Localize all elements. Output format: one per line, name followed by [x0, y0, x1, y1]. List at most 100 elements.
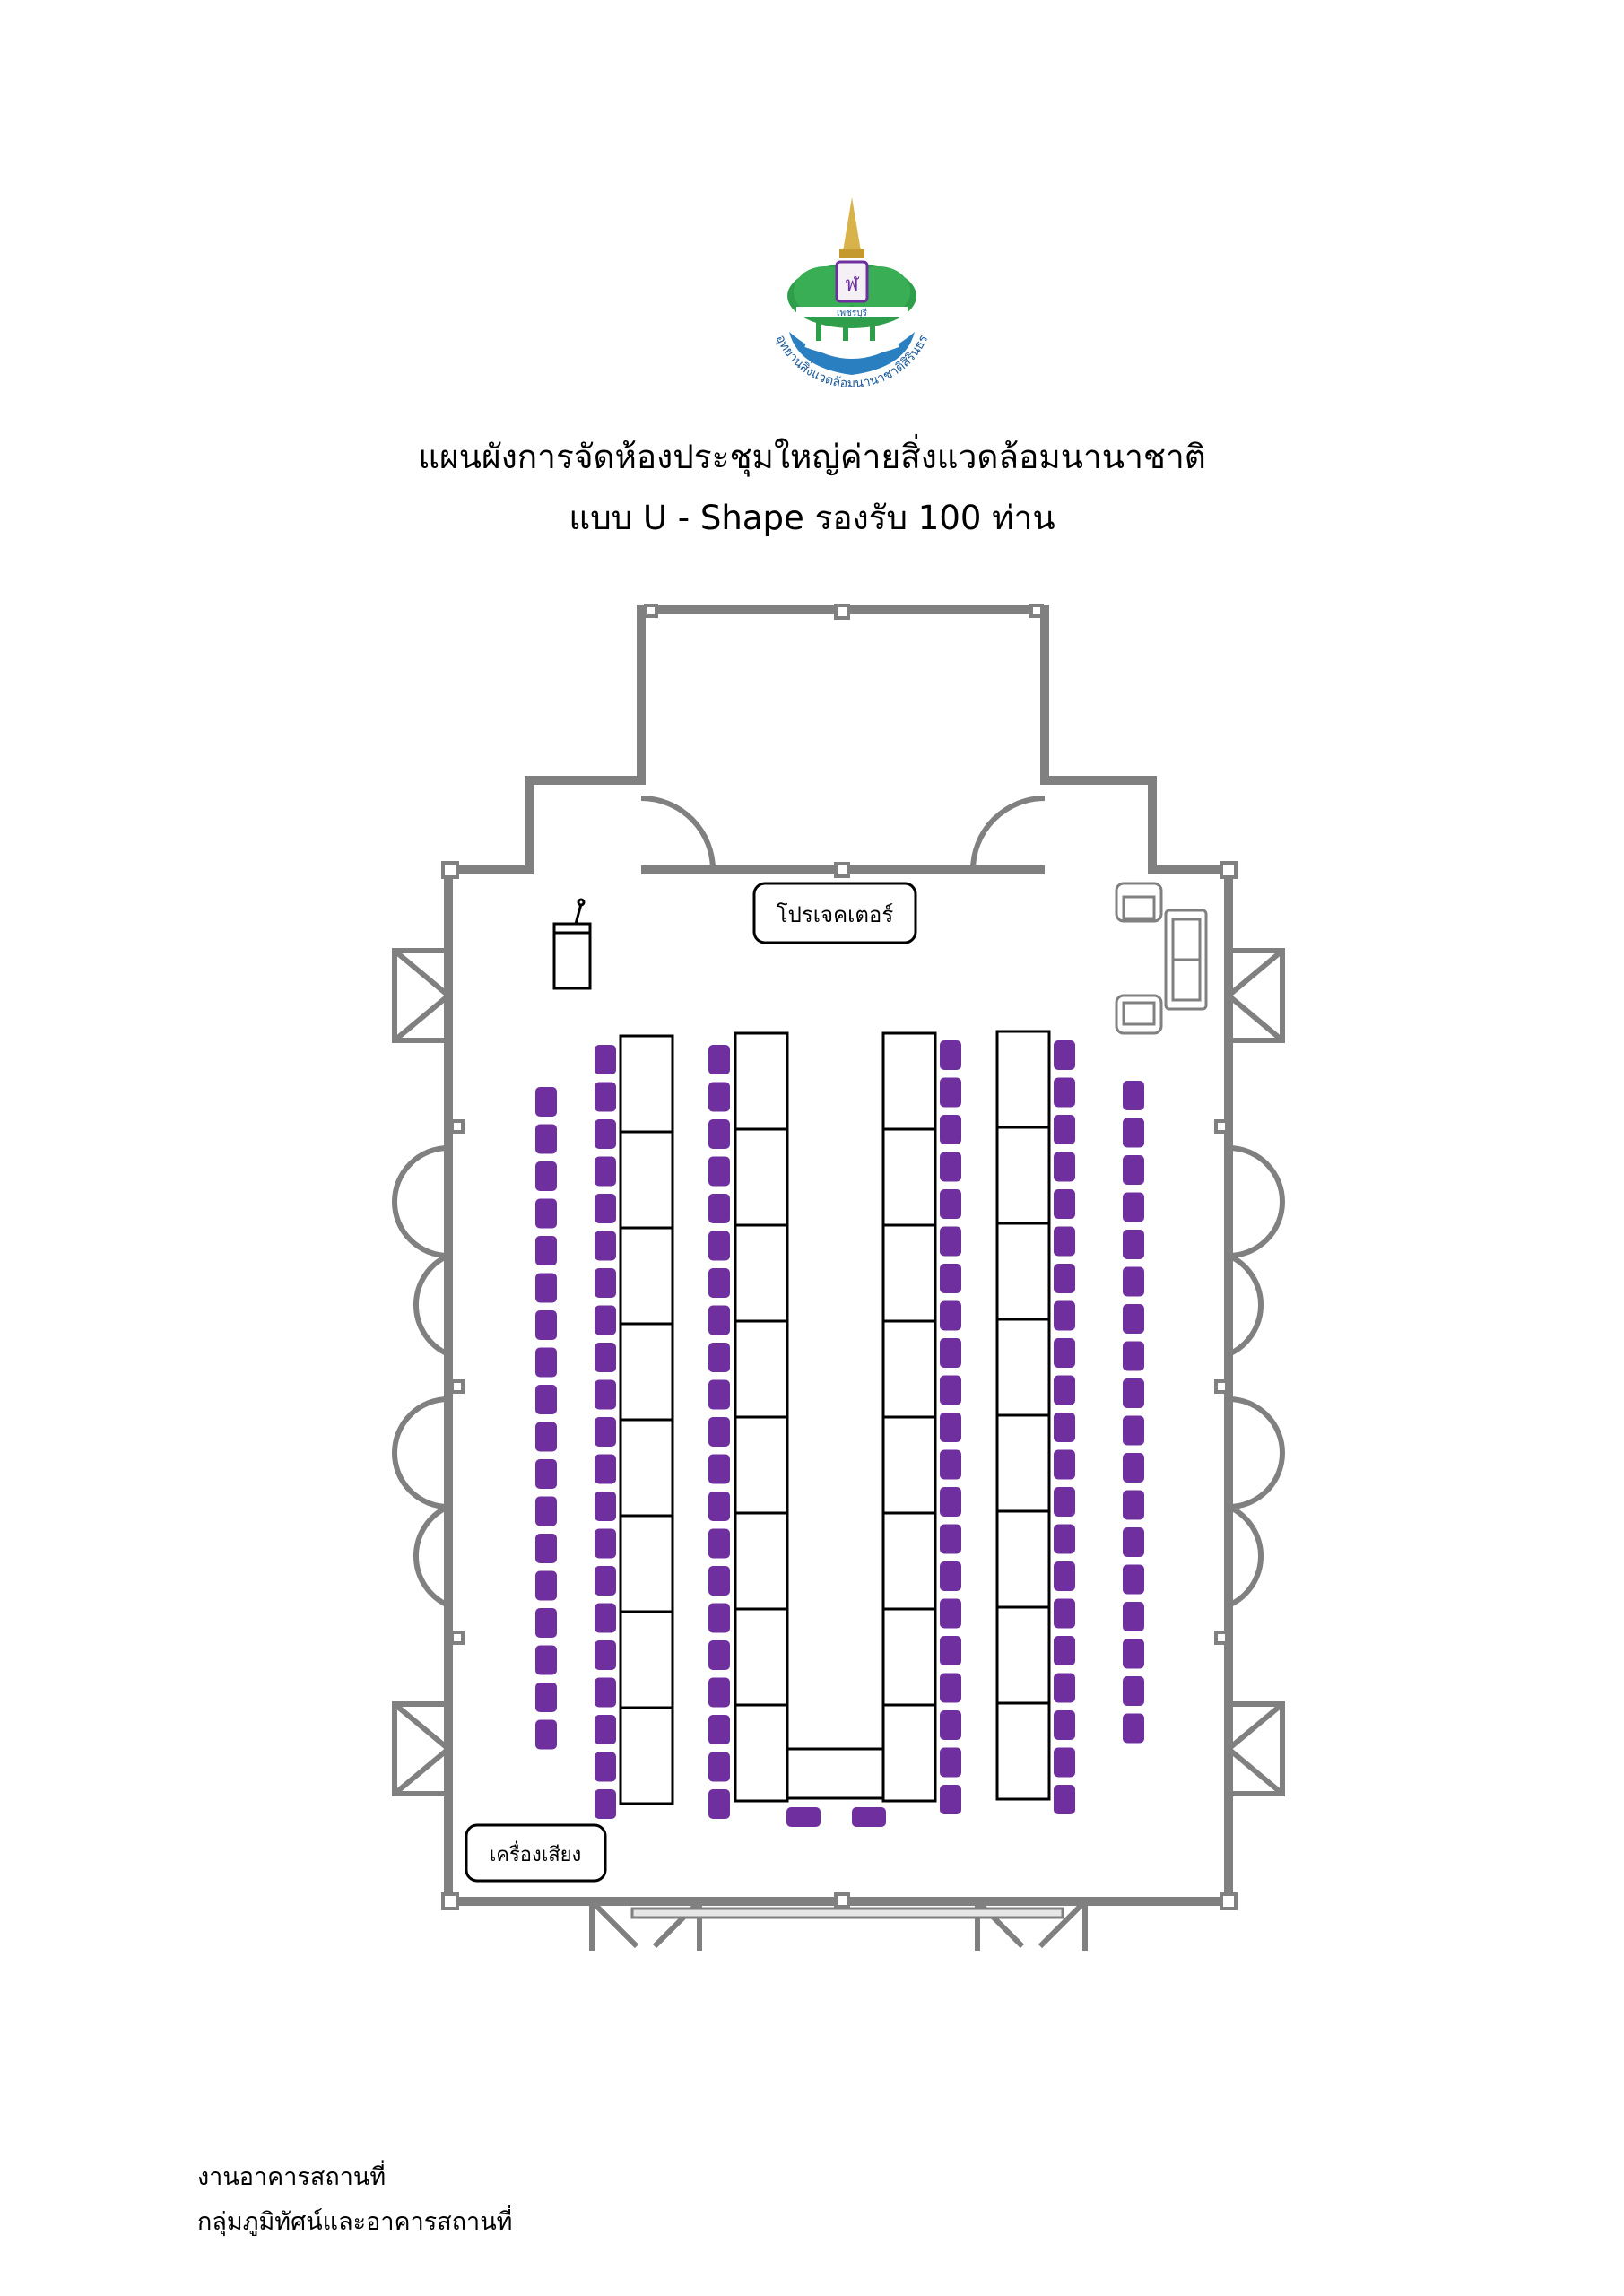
chair — [595, 1454, 616, 1484]
chair — [708, 1379, 730, 1410]
chair — [535, 1273, 557, 1303]
chair — [940, 1152, 961, 1182]
chair — [1054, 1524, 1075, 1554]
table — [734, 1511, 789, 1611]
chair — [1123, 1453, 1144, 1483]
table — [881, 1127, 937, 1227]
table — [995, 1413, 1051, 1513]
bottom-doors — [589, 1899, 1088, 1951]
footer-group: กลุ่มภูมิทัศน์และอาคารสถานที่ — [197, 2208, 513, 2236]
logo-band-text: เพชรบุรี — [837, 308, 868, 318]
chair — [1123, 1155, 1144, 1185]
table — [995, 1605, 1051, 1705]
armchair-icon — [1115, 882, 1163, 923]
chair — [1123, 1081, 1144, 1110]
chair — [940, 1115, 961, 1144]
chair — [535, 1570, 557, 1601]
right-doors — [1227, 948, 1285, 1796]
chair — [595, 1640, 616, 1670]
chair — [1054, 1449, 1075, 1480]
chair — [940, 1673, 961, 1703]
table — [881, 1223, 937, 1323]
chair — [852, 1807, 886, 1827]
chair — [708, 1454, 730, 1484]
chair — [1123, 1490, 1144, 1520]
footer-department: งานอาคารสถานที่ — [197, 2163, 386, 2191]
chair — [1054, 1115, 1075, 1144]
chair — [708, 1715, 730, 1744]
chair — [1054, 1598, 1075, 1629]
chair — [708, 1752, 730, 1782]
chair — [1123, 1676, 1144, 1706]
chair — [595, 1231, 616, 1261]
armchair-icon — [1115, 994, 1163, 1035]
chair — [595, 1156, 616, 1187]
table — [881, 1511, 937, 1611]
chair — [708, 1082, 730, 1112]
chair — [708, 1528, 730, 1559]
table — [619, 1034, 674, 1134]
chair — [940, 1524, 961, 1554]
table — [619, 1610, 674, 1709]
chair — [1054, 1636, 1075, 1665]
stage-door-right — [970, 796, 1046, 871]
table — [786, 1747, 885, 1800]
chair — [940, 1413, 961, 1442]
chair — [1054, 1673, 1075, 1703]
chair — [708, 1492, 730, 1521]
stage-door-left — [640, 796, 716, 871]
chair — [1054, 1487, 1075, 1517]
chair — [535, 1645, 557, 1675]
chair — [1123, 1118, 1144, 1148]
chair — [1123, 1564, 1144, 1595]
table — [619, 1418, 674, 1518]
chair — [940, 1710, 961, 1740]
chair — [595, 1715, 616, 1744]
projector-label: โปรเจคเตอร์ — [777, 902, 894, 927]
podium-icon — [552, 898, 592, 990]
chair — [708, 1119, 730, 1149]
chair — [1123, 1192, 1144, 1222]
chair — [940, 1338, 961, 1368]
table — [881, 1319, 937, 1419]
page-subtitle: แบบ U - Shape รองรับ 100 ท่าน — [569, 499, 1055, 537]
table — [881, 1607, 937, 1707]
table — [995, 1222, 1051, 1321]
chair — [535, 1124, 557, 1154]
chair — [1054, 1300, 1075, 1331]
chair — [535, 1719, 557, 1750]
chair — [1123, 1527, 1144, 1557]
chair — [708, 1566, 730, 1596]
chair — [595, 1268, 616, 1298]
chair — [1123, 1415, 1144, 1446]
chair — [708, 1194, 730, 1223]
chair — [1123, 1304, 1144, 1334]
chair — [708, 1268, 730, 1298]
left-doors — [392, 948, 450, 1796]
chair — [595, 1343, 616, 1372]
chair — [708, 1789, 730, 1819]
chair — [708, 1231, 730, 1261]
chair — [595, 1492, 616, 1521]
chair — [940, 1040, 961, 1070]
table — [881, 1415, 937, 1515]
chair — [595, 1677, 616, 1708]
chair — [595, 1379, 616, 1410]
sofa-icon — [1164, 909, 1208, 1011]
chair — [595, 1566, 616, 1596]
chair — [535, 1198, 557, 1229]
chair — [940, 1561, 961, 1591]
chair — [1123, 1378, 1144, 1408]
chair — [1054, 1189, 1075, 1219]
page-title: แผนผังการจัดห้องประชุมใหญ่ค่ายสิ่งแวดล้อ… — [418, 438, 1206, 476]
chair — [940, 1189, 961, 1219]
chair — [1054, 1710, 1075, 1740]
chair — [1123, 1341, 1144, 1371]
chair — [535, 1683, 557, 1712]
table — [995, 1126, 1051, 1225]
chair — [1054, 1785, 1075, 1814]
table — [734, 1607, 789, 1707]
chair — [535, 1310, 557, 1340]
chair — [595, 1603, 616, 1633]
